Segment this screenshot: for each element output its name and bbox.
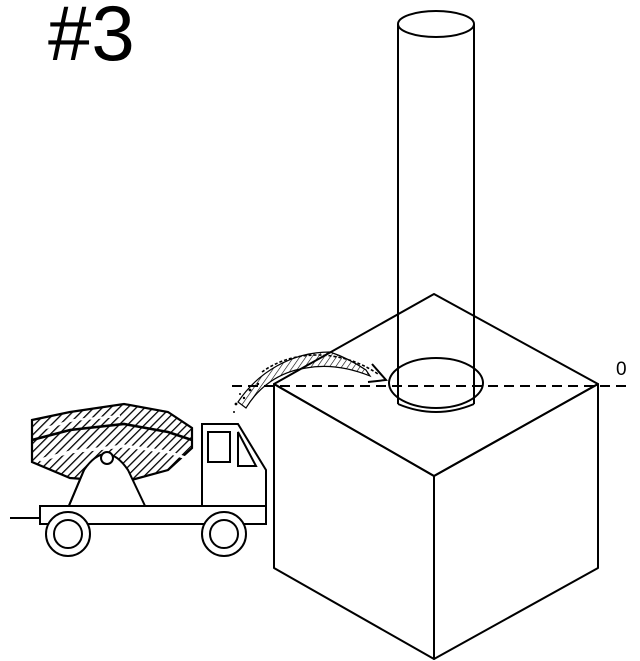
pour-droplets xyxy=(233,382,260,413)
rear-wheel xyxy=(45,511,91,557)
pile-bottom-arc xyxy=(397,403,475,413)
pour-arrow-band xyxy=(237,351,372,409)
pour-arrow-head xyxy=(367,363,389,383)
concrete-mixer-truck-icon xyxy=(10,402,267,557)
pile-cylinder xyxy=(397,10,475,413)
foundation-block xyxy=(273,293,599,660)
drum-support xyxy=(66,451,148,509)
front-wheel xyxy=(201,511,247,557)
truck-cab xyxy=(201,423,267,509)
reference-line-label: 0 xyxy=(616,359,627,380)
pile-hole xyxy=(388,357,484,409)
pile-top xyxy=(397,10,475,38)
pour-arrow-icon xyxy=(233,351,389,413)
pour-arrow-line xyxy=(261,354,379,375)
block-right-face xyxy=(433,383,599,660)
mixer-drum xyxy=(30,402,194,484)
block-left-face xyxy=(273,383,435,660)
figure-label: #3 xyxy=(48,0,135,77)
